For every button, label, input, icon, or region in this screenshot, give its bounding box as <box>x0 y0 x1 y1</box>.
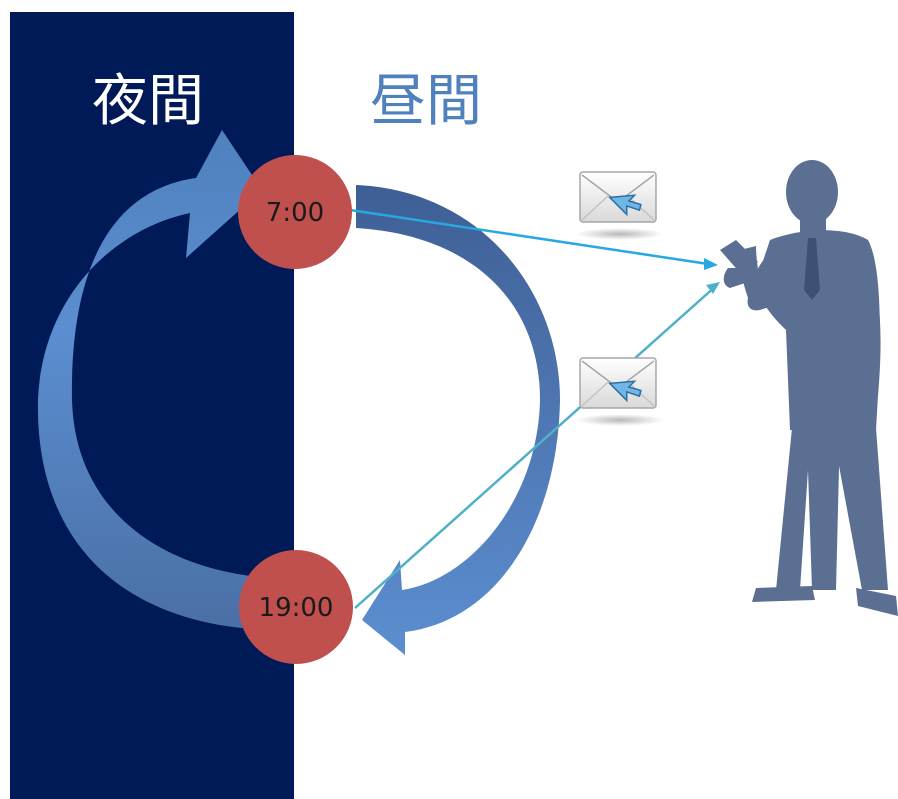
envelope-icon <box>576 171 664 240</box>
message-line-morning-arrowhead <box>704 258 718 270</box>
message-line-evening-arrowhead <box>706 282 720 294</box>
night-cycle-arrow <box>37 130 270 630</box>
evening-clock-circle <box>239 550 353 664</box>
day-label: 昼間 <box>370 69 482 134</box>
evening-time-marker: 19:00 <box>239 550 353 664</box>
evening-time-label: 19:00 <box>259 593 334 623</box>
message-line-morning <box>349 208 716 267</box>
morning-time-marker: 7:00 <box>238 155 352 269</box>
morning-time-label: 7:00 <box>266 198 324 228</box>
morning-clock-circle <box>238 155 352 269</box>
message-line-evening <box>354 284 718 609</box>
envelope-icon <box>576 357 664 426</box>
cursor-icon <box>608 194 642 217</box>
day-cycle-arrow <box>356 185 560 655</box>
cursor-icon <box>608 380 642 403</box>
businessman-figure <box>720 160 898 616</box>
night-label: 夜間 <box>92 69 204 134</box>
